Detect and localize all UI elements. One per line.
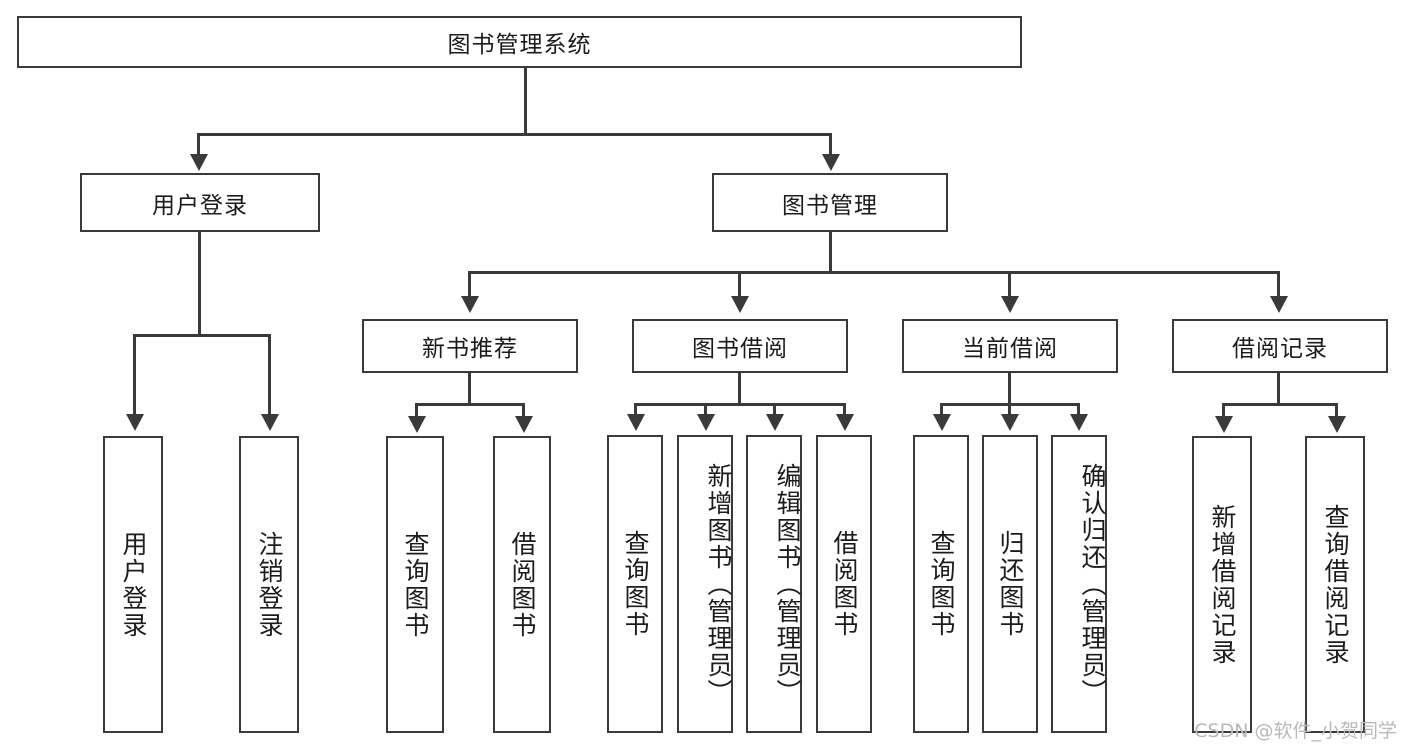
arrow-borrow-to-leaf3 — [766, 414, 784, 431]
connector-current-to-leaf2 — [1008, 403, 1011, 417]
arrow-recommend-to-leaf2 — [515, 416, 533, 433]
leaf-borrow-book-recommend[interactable]: 借阅图书 — [493, 436, 551, 733]
node-label: 新书推荐 — [422, 336, 518, 362]
connector-borrow-to-leaf3 — [773, 403, 776, 417]
connector-borrow-to-leaf4 — [843, 403, 846, 417]
arrow-borrow-to-leaf1 — [627, 414, 645, 431]
connector-bookmgmt-to-current — [1008, 271, 1011, 299]
arrow-record-to-leaf2 — [1328, 416, 1346, 433]
node-label: 新增图书（管理员） — [704, 462, 733, 706]
connector-record-to-leaf2 — [1335, 403, 1338, 419]
leaf-confirm-return-admin[interactable]: 确认归还（管理员） — [1051, 435, 1107, 733]
connector-recommend-to-leaf2 — [522, 403, 525, 419]
leaf-query-borrow-record[interactable]: 查询借阅记录 — [1305, 436, 1365, 733]
arrow-bookmgmt-to-recommend — [461, 296, 479, 313]
connector-root-to-bookmgmt — [829, 133, 832, 158]
leaf-query-book-recommend[interactable]: 查询图书 — [386, 436, 444, 733]
connector-record-stem — [1277, 373, 1280, 405]
node-label: 新增借阅记录 — [1208, 503, 1237, 666]
connector-current-to-leaf1 — [940, 403, 943, 417]
node-label: 图书管理 — [782, 192, 878, 219]
node-book-management[interactable]: 图书管理 — [712, 173, 948, 232]
node-label: 图书管理系统 — [447, 32, 592, 58]
arrow-current-to-leaf1 — [933, 414, 951, 431]
leaf-logout[interactable]: 注销登录 — [239, 436, 299, 733]
arrow-login-to-leaf1 — [126, 414, 144, 431]
connector-recommend-stem — [468, 373, 471, 405]
arrow-recommend-to-leaf1 — [408, 416, 426, 433]
connector-record-to-leaf1 — [1222, 403, 1225, 419]
node-label: 查询借阅记录 — [1321, 503, 1350, 666]
node-label: 查询图书 — [401, 530, 430, 639]
connector-bookmgmt-to-recommend — [468, 271, 471, 299]
connector-root-stem — [524, 68, 527, 135]
node-label: 借阅记录 — [1232, 336, 1328, 362]
node-label: 用户登录 — [152, 192, 248, 219]
connector-borrow-bar — [634, 403, 846, 406]
leaf-query-book-current[interactable]: 查询图书 — [913, 435, 969, 733]
node-new-book-recommend[interactable]: 新书推荐 — [362, 319, 578, 373]
arrow-borrow-to-leaf2 — [697, 414, 715, 431]
connector-bookmgmt-bar — [468, 271, 1280, 274]
leaf-edit-book-admin[interactable]: 编辑图书（管理员） — [746, 435, 802, 733]
node-label: 当前借阅 — [962, 336, 1058, 362]
node-root-system[interactable]: 图书管理系统 — [17, 16, 1022, 68]
node-label: 借阅图书 — [508, 530, 537, 639]
connector-root-bar — [197, 133, 831, 136]
arrow-root-to-bookmgmt — [822, 154, 840, 171]
node-current-borrow[interactable]: 当前借阅 — [902, 319, 1118, 373]
node-label: 借阅图书 — [830, 530, 859, 638]
connector-bookmgmt-to-borrow — [738, 271, 741, 299]
node-label: 确认归还（管理员） — [1078, 462, 1107, 706]
arrow-bookmgmt-to-current — [1001, 296, 1019, 313]
connector-recommend-to-leaf1 — [415, 403, 418, 419]
node-label: 用户登录 — [119, 530, 148, 639]
connector-recommend-bar — [415, 403, 525, 406]
leaf-add-borrow-record[interactable]: 新增借阅记录 — [1192, 436, 1252, 733]
watermark-text: CSDN @软件_小贺同学 — [1194, 720, 1397, 742]
node-label: 查询图书 — [621, 530, 650, 638]
connector-login-stem — [198, 232, 201, 336]
arrow-bookmgmt-to-borrow — [731, 296, 749, 313]
arrow-bookmgmt-to-record — [1270, 296, 1288, 313]
connector-bookmgmt-to-record — [1277, 271, 1280, 299]
leaf-query-book-borrow[interactable]: 查询图书 — [607, 435, 663, 733]
node-label: 图书借阅 — [692, 336, 788, 362]
node-borrow-record[interactable]: 借阅记录 — [1172, 319, 1388, 373]
connector-borrow-to-leaf1 — [634, 403, 637, 417]
connector-login-to-leaf2 — [268, 334, 271, 417]
connector-borrow-stem — [738, 373, 741, 405]
leaf-add-book-admin[interactable]: 新增图书（管理员） — [677, 435, 733, 733]
arrow-current-to-leaf3 — [1070, 414, 1088, 431]
node-label: 查询图书 — [927, 530, 956, 638]
node-label: 归还图书 — [996, 530, 1025, 638]
node-label: 注销登录 — [255, 530, 284, 639]
arrow-current-to-leaf2 — [1001, 414, 1019, 431]
arrow-borrow-to-leaf4 — [836, 414, 854, 431]
arrow-record-to-leaf1 — [1215, 416, 1233, 433]
node-book-borrow[interactable]: 图书借阅 — [632, 319, 848, 373]
leaf-user-login[interactable]: 用户登录 — [103, 436, 163, 733]
node-label: 编辑图书（管理员） — [773, 462, 802, 706]
connector-bookmgmt-stem — [829, 232, 832, 273]
connector-current-stem — [1008, 373, 1011, 405]
leaf-return-book[interactable]: 归还图书 — [982, 435, 1038, 733]
connector-borrow-to-leaf2 — [704, 403, 707, 417]
node-user-login[interactable]: 用户登录 — [80, 173, 320, 232]
connector-login-bar — [133, 334, 271, 337]
connector-root-to-login — [197, 133, 200, 158]
connector-login-to-leaf1 — [133, 334, 136, 417]
arrow-root-to-login — [190, 154, 208, 171]
leaf-borrow-book[interactable]: 借阅图书 — [816, 435, 872, 733]
connector-current-to-leaf3 — [1077, 403, 1080, 417]
arrow-login-to-leaf2 — [261, 414, 279, 431]
connector-record-bar — [1222, 403, 1338, 406]
